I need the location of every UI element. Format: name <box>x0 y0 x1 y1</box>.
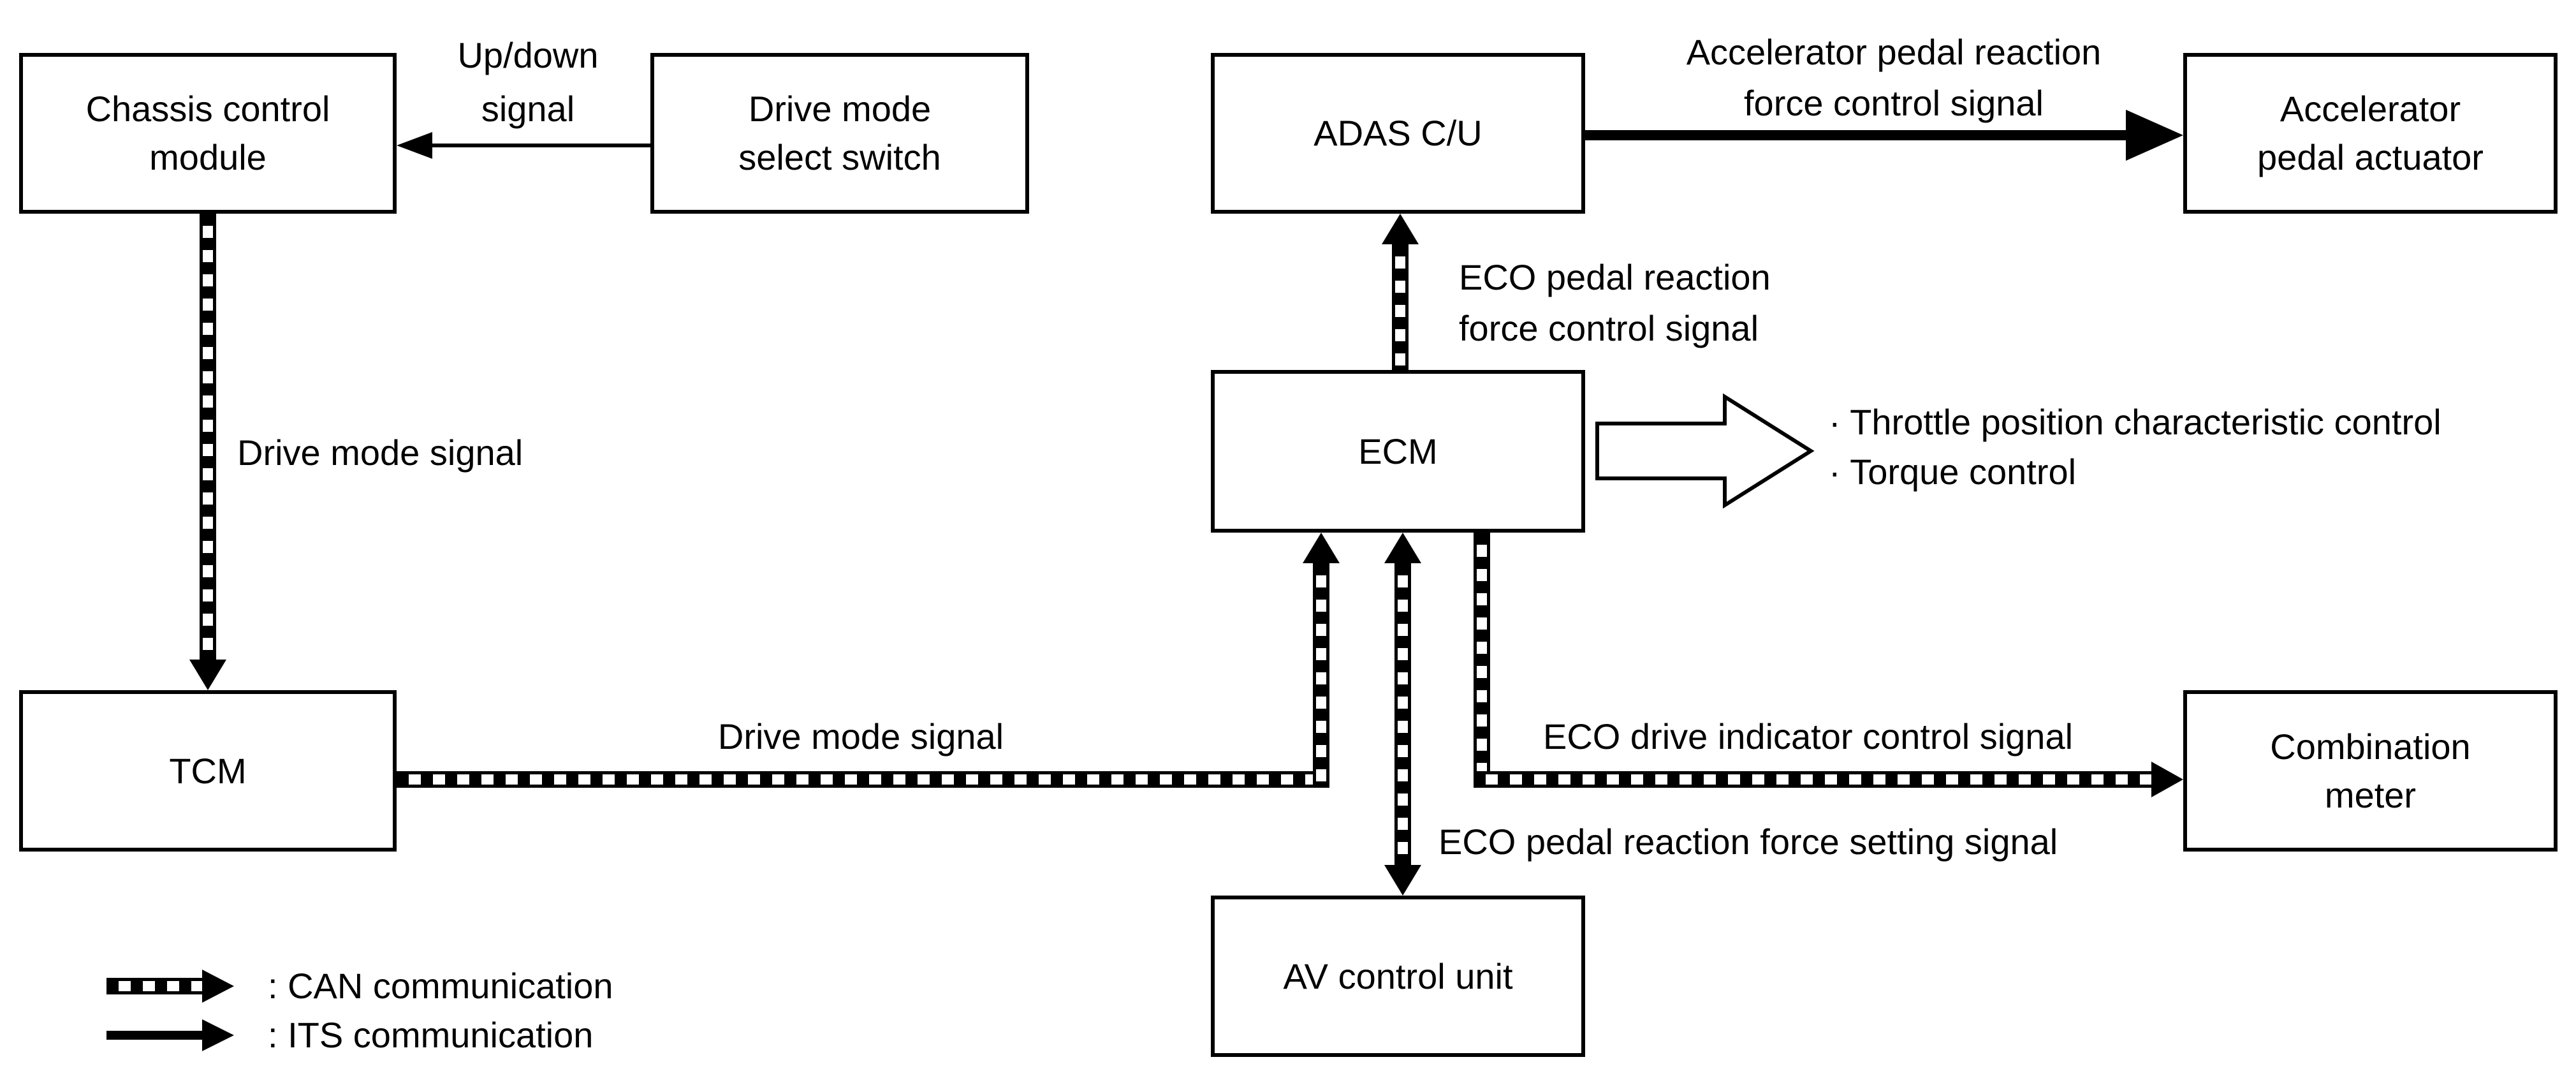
legend-its-label: : ITS communication <box>268 1010 593 1061</box>
box-label: pedal actuator <box>2257 137 2484 177</box>
label-drive-mode-signal-chassis: Drive mode signal <box>237 427 523 478</box>
legend-can-line-sample-icon <box>106 978 202 994</box>
can-arrowhead-right-icon <box>2151 762 2183 797</box>
box-label: Chassis control <box>85 89 330 129</box>
label-line: force control signal <box>1459 308 1759 348</box>
label-accelerator-pedal-reaction: Accelerator pedal reaction force control… <box>1613 27 2174 129</box>
label-line: Drive mode signal <box>237 432 523 473</box>
tcm-to-ecm-can-line-horizontal <box>397 771 1329 788</box>
box-adas-cu: ADAS C/U <box>1211 53 1585 214</box>
label-drive-mode-signal-tcm: Drive mode signal <box>574 711 1148 762</box>
label-line: · Throttle position characteristic contr… <box>1829 402 2441 442</box>
legend-its-line-sample-icon <box>106 1031 202 1040</box>
arrowhead-left-icon <box>397 132 432 159</box>
label-line: : ITS communication <box>268 1015 594 1055</box>
label-line: ECO pedal reaction <box>1459 257 1771 297</box>
legend-can-label: : CAN communication <box>268 961 613 1012</box>
label-eco-pedal-reaction-force-control: ECO pedal reaction force control signal <box>1459 252 1771 354</box>
legend-can-arrowhead-icon <box>202 970 234 1003</box>
ecm-av-can-line <box>1394 563 1411 865</box>
box-accelerator-pedal-actuator: Accelerator pedal actuator <box>2183 53 2558 214</box>
label-up-down-signal: Up/down signal <box>400 29 655 136</box>
its-arrowhead-right-icon <box>2126 110 2183 161</box>
label-line: : CAN communication <box>268 966 613 1006</box>
ecm-to-meter-can-line-vertical <box>1474 533 1490 788</box>
label-line: ECO drive indicator control signal <box>1543 716 2074 757</box>
its-communication-line <box>1585 130 2126 140</box>
label-line: ECO pedal reaction force setting signal <box>1438 822 2058 862</box>
label-line: · Torque control <box>1829 452 2077 492</box>
chassis-to-tcm-can-line <box>200 214 216 660</box>
box-label: Combination <box>2270 726 2471 767</box>
can-arrowhead-up-icon <box>1384 533 1421 563</box>
box-ecm: ECM <box>1211 370 1585 533</box>
tcm-to-ecm-can-line-vertical <box>1313 563 1329 788</box>
ecm-to-meter-can-line-horizontal <box>1474 771 2151 788</box>
label-line: Up/down <box>457 35 599 75</box>
box-drive-mode-select-switch: Drive mode select switch <box>650 53 1029 214</box>
box-av-control-unit: AV control unit <box>1211 896 1585 1057</box>
label-line: signal <box>481 89 575 129</box>
label-line: Drive mode signal <box>717 716 1004 757</box>
label-ecm-outputs: · Throttle position characteristic contr… <box>1829 397 2441 497</box>
can-arrowhead-down-icon <box>189 660 226 690</box>
can-arrowhead-up-icon <box>1303 533 1340 563</box>
can-arrowhead-up-icon <box>1382 214 1419 244</box>
label-line: force control signal <box>1743 83 2044 123</box>
box-label: module <box>149 137 267 177</box>
legend-its-arrowhead-icon <box>202 1019 234 1051</box>
box-chassis-control-module: Chassis control module <box>19 53 397 214</box>
box-label: ADAS C/U <box>1314 113 1482 153</box>
label-line: Accelerator pedal reaction <box>1686 32 2102 72</box>
updown-signal-line <box>432 144 650 147</box>
can-arrowhead-down-icon <box>1384 865 1421 896</box>
box-combination-meter: Combination meter <box>2183 690 2558 852</box>
box-label: TCM <box>169 750 247 791</box>
box-label: Accelerator <box>2280 89 2461 129</box>
box-tcm: TCM <box>19 690 397 852</box>
box-label: select switch <box>738 137 941 177</box>
block-arrow-right-icon <box>1595 393 1815 509</box>
box-label: AV control unit <box>1283 956 1513 996</box>
label-eco-pedal-setting: ECO pedal reaction force setting signal <box>1438 816 2058 867</box>
box-label: ECM <box>1358 431 1438 471</box>
box-label: meter <box>2324 774 2417 815</box>
box-label: Drive mode <box>748 89 932 129</box>
ecm-to-adas-can-line <box>1392 244 1409 370</box>
label-eco-drive-indicator: ECO drive indicator control signal <box>1543 711 2073 762</box>
